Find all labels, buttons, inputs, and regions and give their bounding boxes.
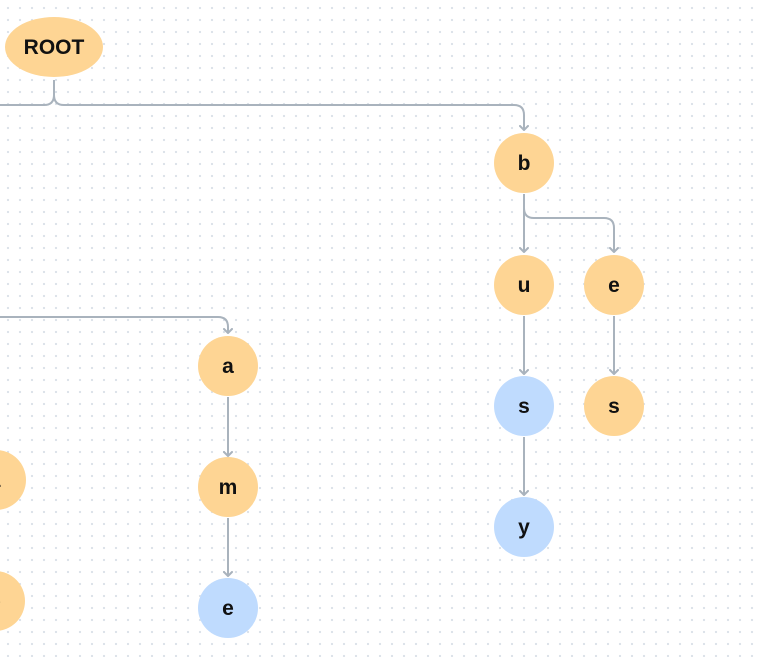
node-shape bbox=[584, 255, 644, 315]
trie-node-bus[interactable]: s bbox=[494, 376, 554, 436]
node-shape bbox=[0, 450, 26, 510]
node-label: b bbox=[518, 152, 531, 175]
trie-node-partial-z[interactable]: z bbox=[0, 450, 26, 510]
node-shape bbox=[494, 133, 554, 193]
edge-offscreen-a bbox=[0, 316, 233, 334]
node-shape bbox=[0, 571, 25, 631]
edge-root-left-offscreen bbox=[0, 80, 55, 106]
node-shape-terminal bbox=[494, 497, 554, 557]
node-label: u bbox=[518, 274, 531, 297]
node-label: y bbox=[518, 516, 530, 539]
node-label: e bbox=[222, 597, 234, 620]
node-label: e bbox=[608, 274, 620, 297]
node-shape-terminal bbox=[198, 578, 258, 638]
edges bbox=[0, 80, 619, 577]
trie-node-be[interactable]: e bbox=[584, 255, 644, 315]
node-shape bbox=[5, 17, 103, 77]
node-shape-terminal bbox=[494, 376, 554, 436]
nodes: ROOT b u e s bbox=[0, 17, 644, 638]
edge-b-e bbox=[523, 194, 619, 253]
node-label: ROOT bbox=[24, 36, 85, 59]
trie-node-busy[interactable]: y bbox=[494, 497, 554, 557]
node-shape bbox=[584, 376, 644, 436]
node-label: e bbox=[0, 590, 1, 613]
node-label: m bbox=[219, 476, 238, 499]
node-label: z bbox=[0, 469, 1, 492]
trie-node-partial-e[interactable]: e bbox=[0, 571, 25, 631]
node-label: s bbox=[608, 395, 620, 418]
trie-node-ame[interactable]: e bbox=[198, 578, 258, 638]
edge-root-b bbox=[53, 80, 529, 131]
trie-node-am[interactable]: m bbox=[198, 457, 258, 517]
trie-node-b[interactable]: b bbox=[494, 133, 554, 193]
node-label: s bbox=[518, 395, 530, 418]
trie-node-bes[interactable]: s bbox=[584, 376, 644, 436]
node-label: a bbox=[222, 355, 234, 378]
trie-node-bu[interactable]: u bbox=[494, 255, 554, 315]
node-shape bbox=[198, 457, 258, 517]
trie-node-root[interactable]: ROOT bbox=[5, 17, 103, 77]
trie-node-a[interactable]: a bbox=[198, 336, 258, 396]
node-shape bbox=[198, 336, 258, 396]
node-shape bbox=[494, 255, 554, 315]
